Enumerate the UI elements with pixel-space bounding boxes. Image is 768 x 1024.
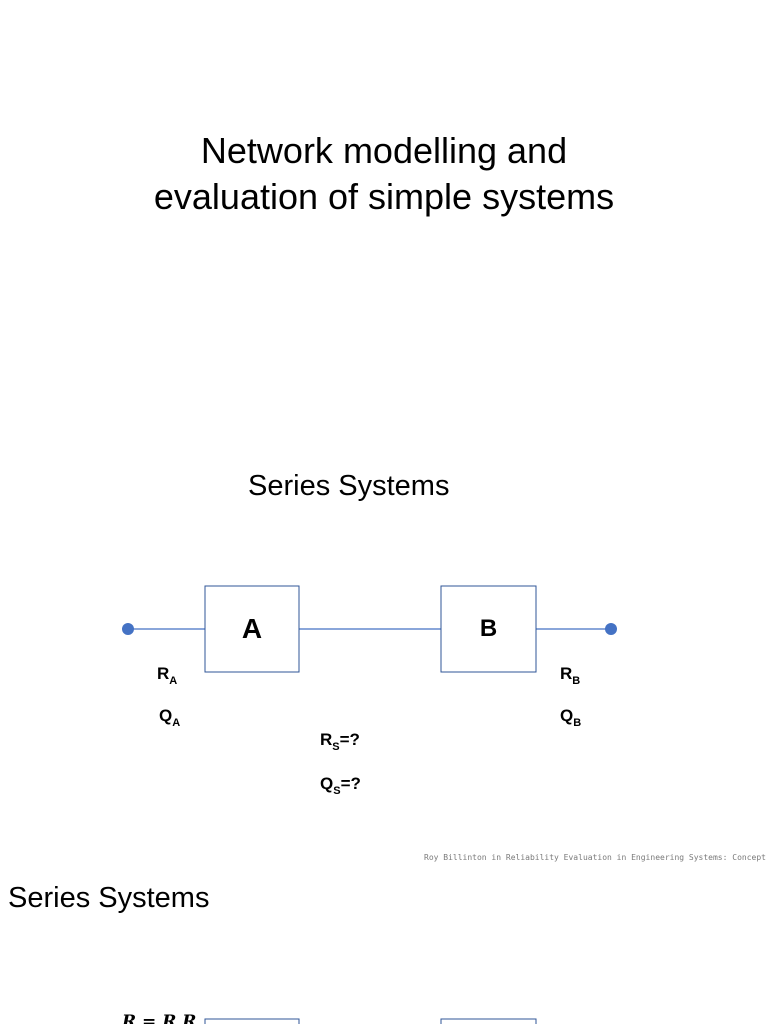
block-b bbox=[440, 585, 537, 673]
block-a-label: A bbox=[241, 613, 263, 644]
slide-title: Network modelling and evaluation of simp… bbox=[0, 128, 768, 220]
block-b-label: B bbox=[479, 615, 498, 642]
slide-title-line-2: evaluation of simple systems bbox=[153, 176, 615, 217]
system-unreliability-query: QS=? bbox=[320, 774, 361, 797]
output-node bbox=[605, 623, 617, 635]
block-a bbox=[204, 585, 300, 673]
input-node bbox=[122, 623, 134, 635]
system-reliability-query: RS=? bbox=[320, 730, 360, 753]
citation-footnote: Roy Billinton in Reliability Evaluation … bbox=[424, 853, 768, 862]
unreliability-a: QA bbox=[159, 706, 181, 729]
series-reliability-formula: R = R R bbox=[122, 1012, 197, 1024]
reliability-b: RB bbox=[560, 664, 581, 687]
unreliability-b: QB bbox=[560, 706, 582, 729]
reliability-a: RA bbox=[157, 664, 178, 687]
section-title-series-systems-2: Series Systems bbox=[8, 882, 210, 914]
block-b-next-slide bbox=[440, 1018, 537, 1024]
slide-title-line-1: Network modelling and bbox=[200, 130, 568, 171]
section-title-series-systems: Series Systems bbox=[248, 470, 450, 502]
block-a-next-slide bbox=[204, 1018, 300, 1024]
